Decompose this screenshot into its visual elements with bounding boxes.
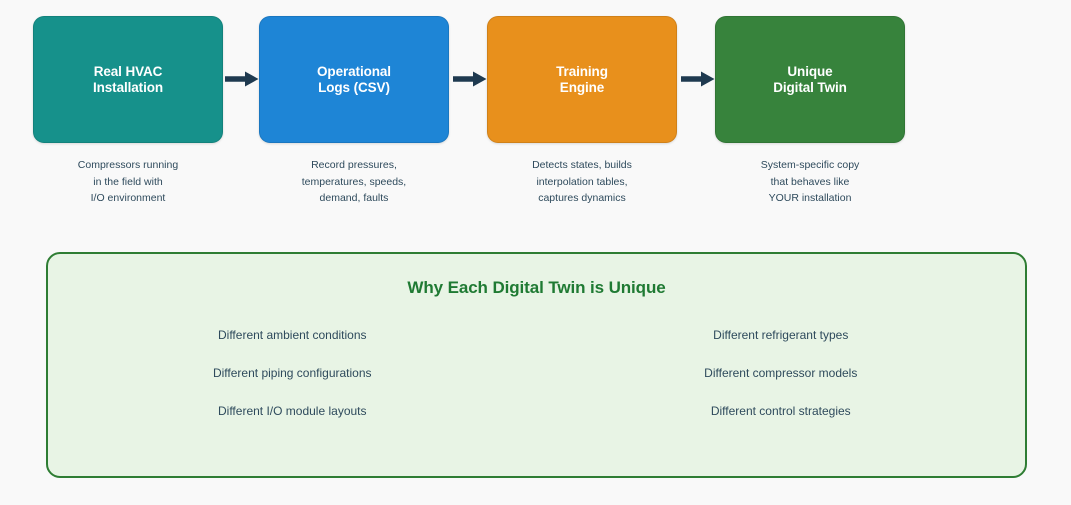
stage-box-operational-logs-csv: Operational Logs (CSV) bbox=[259, 16, 449, 143]
stage-caption: System-specific copy that behaves like Y… bbox=[760, 159, 860, 204]
why-unique-columns: Different ambient conditions Different p… bbox=[48, 328, 1025, 442]
stage-box-unique-digital-twin: Unique Digital Twin bbox=[715, 16, 905, 143]
pipeline-stage-real-hvac-installation: Real HVAC Installation Compressors runni… bbox=[33, 16, 223, 207]
stage-caption: Detects states, builds interpolation tab… bbox=[532, 159, 632, 204]
arrow-right-icon bbox=[681, 71, 715, 87]
arrow-right-icon bbox=[453, 71, 487, 87]
why-unique-panel: Why Each Digital Twin is Unique Differen… bbox=[46, 252, 1027, 478]
why-list-item: Different compressor models bbox=[704, 366, 858, 380]
stage-title: Unique Digital Twin bbox=[773, 63, 847, 95]
why-list-item: Different control strategies bbox=[710, 404, 851, 418]
why-list-item: Different refrigerant types bbox=[713, 328, 849, 342]
pipeline-stage-unique-digital-twin: Unique Digital Twin System-specific copy… bbox=[715, 16, 905, 207]
stage-caption: Record pressures, temperatures, speeds, … bbox=[301, 159, 407, 204]
stage-box-training-engine: Training Engine bbox=[487, 16, 677, 143]
why-list-item: Different I/O module layouts bbox=[217, 404, 367, 418]
why-unique-panel-title: Why Each Digital Twin is Unique bbox=[407, 278, 666, 297]
arrow-right-icon bbox=[225, 71, 259, 87]
pipeline-stage-training-engine: Training Engine Detects states, builds i… bbox=[487, 16, 677, 207]
why-list-item: Different piping configurations bbox=[212, 366, 372, 380]
pipeline-flow-diagram: Real HVAC Installation Compressors runni… bbox=[0, 0, 1071, 225]
stage-title: Training Engine bbox=[556, 63, 608, 95]
stage-caption: Compressors running in the field with I/… bbox=[77, 159, 179, 204]
why-unique-right-column: Different refrigerant types Different co… bbox=[537, 328, 1026, 442]
why-unique-left-column: Different ambient conditions Different p… bbox=[48, 328, 537, 442]
pipeline-stage-operational-logs-csv: Operational Logs (CSV) Record pressures,… bbox=[259, 16, 449, 207]
stage-box-real-hvac-installation: Real HVAC Installation bbox=[33, 16, 223, 143]
stage-title: Operational Logs (CSV) bbox=[317, 63, 391, 95]
why-list-item: Different ambient conditions bbox=[217, 328, 367, 342]
stage-title: Real HVAC Installation bbox=[92, 63, 164, 95]
